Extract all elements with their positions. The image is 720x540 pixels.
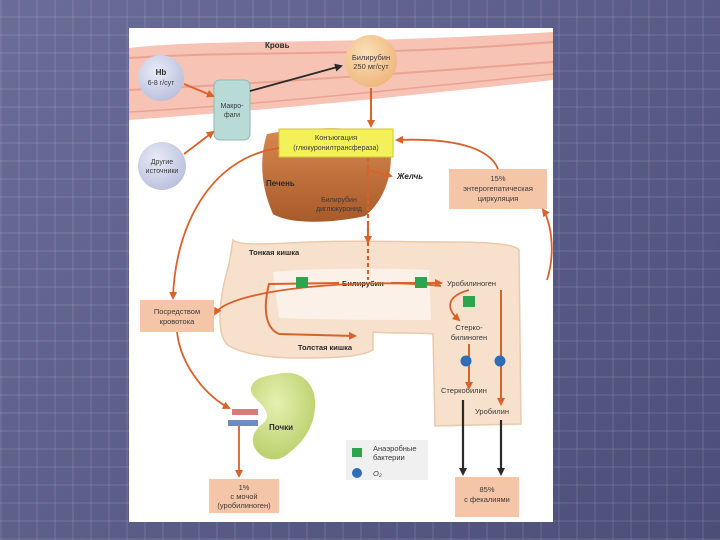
other-sources-circle [138, 142, 186, 190]
legend-bacteria-label-1: Анаэробные [373, 444, 416, 453]
other-sources-label-1: Другие [151, 159, 174, 166]
bilirubin-diglucuronide-label-1: Билирубин [321, 196, 357, 204]
legend-bacteria-label-2: бактерии [373, 453, 405, 462]
hb-amount: 6-8 г/сут [148, 80, 176, 87]
urobilin-label: Уробилин [475, 407, 509, 416]
hemoglobin-circle [138, 55, 184, 101]
arrow-hb-to-macrophages [183, 83, 215, 98]
arrow-other-sources-to-macrophages [183, 130, 215, 155]
renal-artery [232, 409, 258, 415]
macrophages-label-1: Макро- [221, 103, 245, 110]
feces-label: с фекалиями [464, 495, 510, 504]
oxygen-marker-icon [460, 355, 472, 367]
enterohepatic-label-2: циркуляция [478, 194, 519, 203]
urine-urobilinogen-label: (уробилиноген) [217, 501, 271, 510]
urobilinogen-label: Уробилиноген [447, 279, 496, 288]
arrow-gut-loop [264, 282, 357, 340]
macrophages-label-2: фаги [224, 112, 240, 119]
kidneys-label: Почки [269, 423, 293, 432]
legend-o2-label: O₂ [373, 469, 382, 478]
feces-percent: 85% [479, 485, 494, 494]
small-intestine-label: Тонкая кишка [249, 248, 300, 257]
oxygen-marker-icon [352, 468, 362, 478]
bilirubin-blood-amount: 250 мг/сут [353, 62, 389, 71]
conjugation-label-1: Конъюгация [315, 133, 357, 142]
arrow-liver-to-bile [366, 169, 393, 179]
enterohepatic-label-1: энтерогепатическая [463, 184, 533, 193]
arrow-macrophages-to-bilirubin [249, 63, 343, 92]
stercobilinogen-label-2: билиноген [451, 333, 487, 342]
urine-label: с мочой [230, 492, 257, 501]
enterohepatic-box [449, 169, 547, 209]
bacteria-marker-icon [352, 448, 362, 457]
urine-percent: 1% [239, 483, 250, 492]
blood-vessel [129, 32, 553, 120]
arrow-enterohepatic-to-liver [395, 135, 499, 170]
blood-vessel-edge [129, 41, 553, 59]
stercobilinogen-label-1: Стерко- [455, 323, 483, 332]
renal-vessel [228, 420, 258, 426]
macrophages-box [213, 79, 251, 141]
via-bloodstream-label-2: кровотока [160, 317, 195, 326]
bile-label: Желчь [396, 172, 423, 181]
large-intestine-label: Толстая кишка [298, 343, 353, 352]
feces-box [455, 477, 519, 517]
enterohepatic-percent: 15% [490, 174, 505, 183]
bacteria-marker-icon [296, 277, 308, 288]
bacteria-marker-icon [415, 277, 427, 288]
urine-box [209, 479, 279, 513]
liver-label: Печень [266, 179, 295, 188]
bilirubin-diglucuronide-label-2: диглюкуронид [316, 206, 362, 213]
arrow-urobilinogen-to-stercobilinogen [449, 289, 470, 322]
oxygen-marker-icon [494, 355, 506, 367]
other-sources-label-2: источники [146, 168, 179, 175]
stercobilin-label: Стеркобилин [441, 386, 487, 395]
bacteria-marker-icon [463, 296, 475, 307]
bilirubin-blood-circle [345, 35, 397, 87]
bilirubin-blood-label: Билирубин [352, 53, 390, 62]
arrow-blood-to-bloodstream [169, 147, 280, 300]
intestine-inner-channel [273, 268, 431, 320]
hb-label: Hb [156, 68, 167, 77]
arrow-bloodstream-to-kidney [176, 331, 231, 409]
conjugation-label-2: (глюкуронилтрансфераза) [293, 145, 378, 152]
via-bloodstream-box [140, 300, 214, 332]
diagram-panel: Кровь Hb 6-8 г/сут Билирубин 250 мг/сут … [129, 28, 553, 522]
bilirubin-metabolism-diagram: Кровь Hb 6-8 г/сут Билирубин 250 мг/сут … [129, 32, 553, 517]
kidney-shape [250, 372, 316, 460]
arrow-urobilinogen-enterohepatic [541, 208, 553, 281]
blood-label: Кровь [265, 41, 290, 50]
via-bloodstream-label-1: Посредством [154, 307, 200, 316]
conjugation-box [278, 128, 394, 158]
